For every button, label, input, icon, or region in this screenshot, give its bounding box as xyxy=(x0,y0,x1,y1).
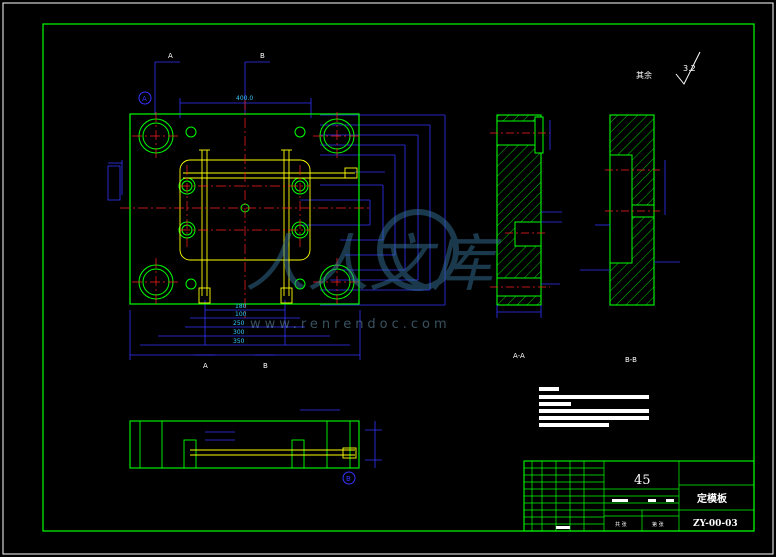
watermark: 人人文库 www.renrendoc.com xyxy=(245,209,502,332)
datum-circle-a-label: A xyxy=(142,95,147,103)
section-bb-view: B-B xyxy=(580,114,680,364)
view-label-bb: B-B xyxy=(625,356,637,364)
technical-notes xyxy=(539,387,649,427)
title-sheet-label2: 第 张 xyxy=(652,521,664,528)
plan-view: A B A B A 400.0 180 100 250 300 350 xyxy=(107,52,446,370)
front-view: B xyxy=(129,409,382,485)
section-mark-a-top: A xyxy=(168,52,173,60)
roughness-symbol: 其余 3.2 xyxy=(636,51,701,85)
title-part-name: 定模板 xyxy=(697,492,728,505)
roughness-value: 3.2 xyxy=(683,64,696,73)
roughness-note: 其余 xyxy=(636,70,652,80)
section-mark-b-top: B xyxy=(260,52,265,60)
datum-circle-a: A xyxy=(138,91,152,105)
section-aa-view: A-A xyxy=(490,114,562,360)
dim-d2: 100 xyxy=(235,311,247,318)
title-drawing-no: ZY-00-03 xyxy=(693,519,738,529)
section-mark-a-bottom: A xyxy=(203,362,208,370)
dim-d5: 350 xyxy=(233,338,245,345)
dim-d4: 300 xyxy=(233,329,245,336)
datum-circle-b-label: B xyxy=(346,475,351,483)
section-mark-b-bottom: B xyxy=(263,362,268,370)
watermark-url: www.renrendoc.com xyxy=(250,317,451,332)
inner-frame xyxy=(42,23,755,532)
dim-top-width: 400.0 xyxy=(236,95,253,102)
datum-circle-b: B xyxy=(342,471,356,485)
watermark-text: 人人文库 xyxy=(245,227,502,300)
title-sheet-label: 共 张 xyxy=(615,521,627,528)
title-block: 45 定模板 ZY-00-03 共 张 第 张 xyxy=(523,460,755,532)
title-material: 45 xyxy=(634,473,651,488)
view-label-aa: A-A xyxy=(513,352,525,360)
dim-d3: 250 xyxy=(233,320,245,327)
dim-d1: 180 xyxy=(235,303,247,310)
